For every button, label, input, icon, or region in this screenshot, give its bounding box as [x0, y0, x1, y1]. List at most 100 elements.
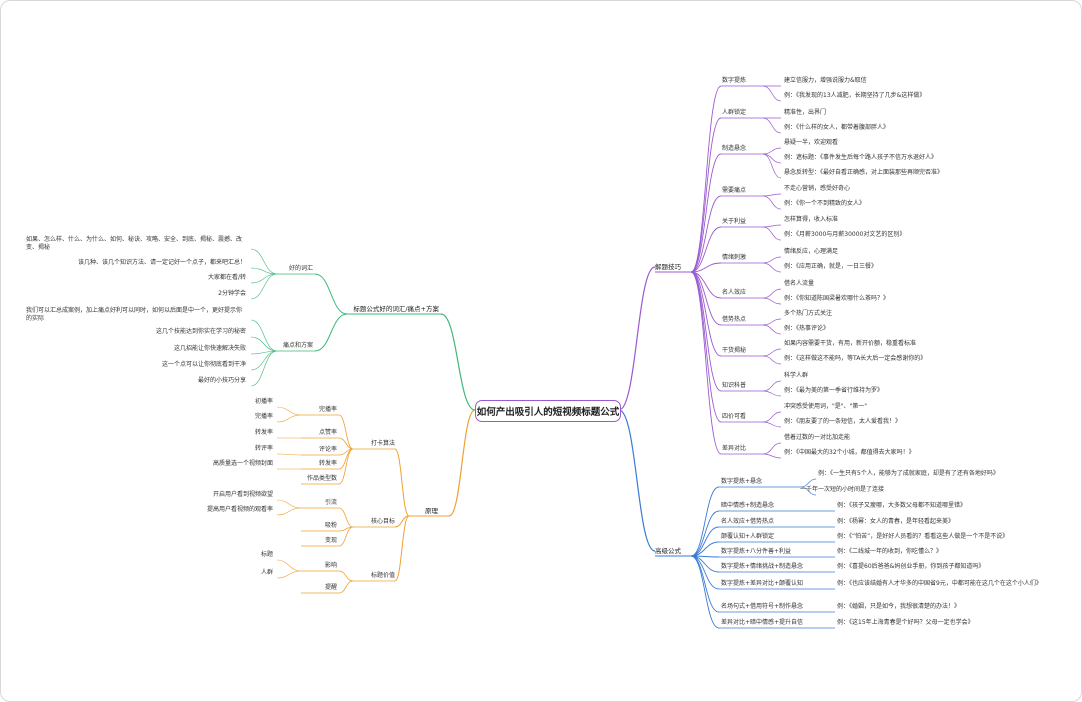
- skill-item-8[interactable]: 干货揭秘: [722, 347, 747, 354]
- skill-item-9[interactable]: 知识科普: [722, 382, 747, 389]
- skill-4-line-1[interactable]: 例：《月薪3000与月薪30000对文艺的区别》: [784, 231, 906, 238]
- formula-item-3[interactable]: 颠覆认知+人群锁定: [721, 533, 775, 540]
- principle-0-3-leaf-0[interactable]: 高质量选一个视频封面: [212, 460, 273, 467]
- principle-0-1-leaf-0[interactable]: 转发率: [254, 429, 273, 436]
- skill-2-line-0[interactable]: 悬疑一半，欢迎观看: [784, 139, 839, 146]
- skill-item-11[interactable]: 差异对比: [722, 445, 747, 452]
- principle-1-child-1[interactable]: 吸粉: [324, 522, 337, 529]
- skill-0-line-0[interactable]: 建立信服力，增强说服力&取信: [784, 77, 867, 84]
- link-skill-8-line-0: [762, 348, 782, 357]
- formula-item-1[interactable]: 暗中情感+制造悬念: [721, 502, 775, 509]
- universal-0-leaf-0[interactable]: 如果、怎么样、什么、为什么、如何、秘诀、攻略、安全、到底、揭秘、震撼、改变、揭秘: [26, 236, 243, 251]
- principle-0-child-1[interactable]: 点赞率: [318, 429, 337, 436]
- principle-1-0-leaf-1[interactable]: 提高用户看视频的观看率: [206, 506, 273, 513]
- principle-group-2[interactable]: 标题价值: [370, 572, 395, 579]
- formula-3-example[interactable]: 例：《“怕苦”，是好好人员看的？看看这些人做是一个不是不说》: [837, 533, 1009, 540]
- link-skill-11-line-1: [762, 453, 782, 459]
- formula-0-line-0[interactable]: 例：《一生只有5个人，能够为了成就家庭，却是有了还有各地好吗》: [818, 470, 999, 477]
- skill-item-4[interactable]: 关于利益: [722, 218, 747, 225]
- formula-5-example[interactable]: 例：《喜提60后爸爸&妈创业手册，你到孩子都知道吗》: [837, 563, 985, 570]
- principle-1-child-2[interactable]: 变现: [324, 537, 337, 544]
- skill-6-line-0[interactable]: 借名人流量: [784, 280, 815, 287]
- principle-2-child-1[interactable]: 提醒: [324, 584, 337, 591]
- skill-3-line-1[interactable]: 例：《你一个不到精致的女人》: [784, 200, 866, 207]
- principle-2-0-leaf-0[interactable]: 标题: [260, 551, 273, 558]
- formula-item-7[interactable]: 名场句式+借用符号+制作悬念: [721, 603, 804, 610]
- skill-7-line-0[interactable]: 多个热门方式关注: [784, 310, 833, 317]
- skill-5-line-1[interactable]: 例：《应用正确，就是，一日三餐》: [784, 263, 878, 270]
- principle-0-child-2[interactable]: 评论率: [318, 446, 337, 453]
- formula-item-4[interactable]: 数字提炼+八分件善+利益: [721, 548, 792, 555]
- skill-11-line-1[interactable]: 例：《中国最大的32个小城，都值得去大家吗！》: [784, 449, 915, 456]
- skill-item-0[interactable]: 数字提炼: [722, 77, 747, 84]
- skill-0-line-1[interactable]: 例：《我发现的13人减肥，长期坚持了几步&这样做》: [784, 92, 926, 99]
- principle-group-1[interactable]: 核心目标: [370, 518, 395, 525]
- link-skill-4-line-1: [762, 226, 782, 241]
- formula-1-example[interactable]: 例：《孩子又瘦哪，大多数父母都不知道哪里错》: [837, 502, 967, 509]
- universal-0-leaf-2[interactable]: 大家都在看/转: [207, 274, 246, 281]
- principle-0-child-0[interactable]: 完播率: [318, 406, 337, 413]
- formula-item-6[interactable]: 数字提炼+差异对比+颠覆认知: [721, 580, 804, 587]
- link-principle-0-2-leaf-0: [276, 453, 302, 456]
- universal-0-leaf-3[interactable]: 2分钟学会: [218, 290, 246, 297]
- skill-item-5[interactable]: 情绪刺激: [722, 254, 747, 261]
- universal-0-leaf-1[interactable]: 该几种、该几个知识方法、请一定记好一个点子，都来吧汇总！: [77, 259, 246, 266]
- skill-item-10[interactable]: 四价可看: [722, 413, 747, 420]
- skill-2-line-2[interactable]: 悬念反转型：《最好自看正确感，对上面装那些再顺完否准》: [784, 169, 944, 176]
- formula-7-example[interactable]: 例：《婚姻，只是如今，我想很清楚的办法！》: [837, 603, 961, 610]
- branch-principle[interactable]: 原理: [425, 507, 438, 515]
- formula-6-example[interactable]: 例：《也应该结婚有人才华多的中国省9元，中都可能在这几个在这个小人们》: [837, 580, 1042, 587]
- skill-10-line-1[interactable]: 例：《朋友要了的一条短信，太人爱看我！》: [784, 418, 902, 425]
- universal-1-leaf-1[interactable]: 这几个技能达到你实在学习的秘密: [155, 328, 246, 335]
- skill-2-line-1[interactable]: 例：遮标题：《事件发生后每个路人孩子不信万水退好人》: [784, 154, 938, 161]
- formula-2-example[interactable]: 例：《杨幂：女人的青春，是年轻看起来美》: [837, 518, 955, 525]
- formula-item-0[interactable]: 数字提炼+悬念: [721, 478, 763, 485]
- principle-0-0-leaf-0[interactable]: 初播率: [254, 398, 273, 405]
- skill-9-line-0[interactable]: 科学人群: [784, 372, 809, 379]
- formula-item-2[interactable]: 名人效应+借势热点: [721, 518, 775, 525]
- link-skill-9-line-0: [762, 380, 782, 392]
- branch-universal[interactable]: 标题公式好的词汇/痛点+方案: [353, 305, 439, 313]
- principle-group-0[interactable]: 打卡算法: [370, 440, 395, 447]
- universal-group-0[interactable]: 好的词汇: [288, 265, 313, 272]
- formula-8-example[interactable]: 例：《这15年上海青春是个好吗？父母一定也学会》: [837, 619, 974, 626]
- skill-6-line-1[interactable]: 例：《你知道陈国梁暑欢哪什么茶吗？》: [784, 295, 890, 302]
- skill-1-line-1[interactable]: 例：《什么样的女人，都带着腹部胖人》: [784, 124, 890, 131]
- skill-3-line-0[interactable]: 不走心营销，感受好奇心: [784, 185, 851, 192]
- principle-0-2-leaf-0[interactable]: 转评率: [254, 445, 273, 452]
- skill-8-line-1[interactable]: 例：《这样做这不能吗，等TA长大后一定会感谢你的》: [784, 355, 927, 362]
- skill-item-2[interactable]: 制造悬念: [722, 145, 747, 152]
- principle-2-0-leaf-1[interactable]: 人群: [260, 569, 273, 576]
- formula-4-example[interactable]: 例：《二线城一年的收到，你吃懂么？》: [837, 548, 943, 555]
- universal-group-1[interactable]: 痛点和方案: [282, 342, 313, 349]
- principle-2-child-0[interactable]: 影响: [324, 562, 337, 569]
- link-principle-2-0-leaf-0: [276, 559, 302, 572]
- skill-1-line-0[interactable]: 精准性，出界门: [784, 109, 827, 116]
- skill-8-line-0[interactable]: 如果内容需要干货，有用，新开价额，稳重看标准: [784, 340, 917, 347]
- skill-item-7[interactable]: 借势热点: [722, 316, 747, 323]
- principle-0-child-4[interactable]: 作品类型数: [306, 475, 337, 482]
- branch-skills[interactable]: 解题技巧: [655, 263, 681, 271]
- principle-0-0-leaf-1[interactable]: 完播率: [254, 413, 273, 420]
- principle-1-0-leaf-0[interactable]: 开启用户看到视频欲望: [212, 491, 273, 498]
- skill-item-6[interactable]: 名人效应: [722, 289, 747, 296]
- universal-1-leaf-3[interactable]: 这一个点可以让你彻底看到干净: [161, 361, 246, 368]
- formula-0-line-1[interactable]: 一千年一次短的小时间是了连接: [800, 486, 885, 493]
- principle-1-child-0[interactable]: 引流: [324, 499, 337, 506]
- skill-item-1[interactable]: 人群锁定: [722, 109, 747, 116]
- skill-10-line-0[interactable]: 冲突感受使用词，"是"、"第一": [784, 403, 868, 410]
- formula-item-5[interactable]: 数字提炼+情绪挑战+制造悬念: [721, 563, 804, 570]
- skill-4-line-0[interactable]: 怎样算得，收入标准: [784, 216, 839, 223]
- universal-1-leaf-4[interactable]: 最好的小技巧分享: [197, 377, 246, 384]
- skill-11-line-0[interactable]: 借着过数的一对比加走能: [784, 434, 851, 441]
- skill-5-line-0[interactable]: 情绪反应，心理满足: [784, 248, 839, 255]
- root-topic[interactable]: 如何产出吸引人的短视频标题公式: [475, 400, 621, 422]
- skill-9-line-1[interactable]: 例：《最为美的第一季省行维持为罗》: [784, 387, 884, 394]
- principle-0-child-3[interactable]: 转发率: [318, 460, 337, 467]
- branch-formula[interactable]: 高级公式: [655, 547, 681, 555]
- universal-1-leaf-0[interactable]: 我们可以汇总成案例，加上痛点好利可以同时，如何以后面是中一个，更好提示你的实际: [26, 307, 243, 322]
- formula-item-8[interactable]: 差异对比+暗中情感+提升自信: [721, 619, 804, 626]
- skill-item-3[interactable]: 需要痛点: [722, 187, 747, 194]
- universal-1-leaf-2[interactable]: 这几招能让你快速解决失败: [173, 345, 246, 352]
- skill-7-line-1[interactable]: 例：《热事评论》: [784, 325, 830, 332]
